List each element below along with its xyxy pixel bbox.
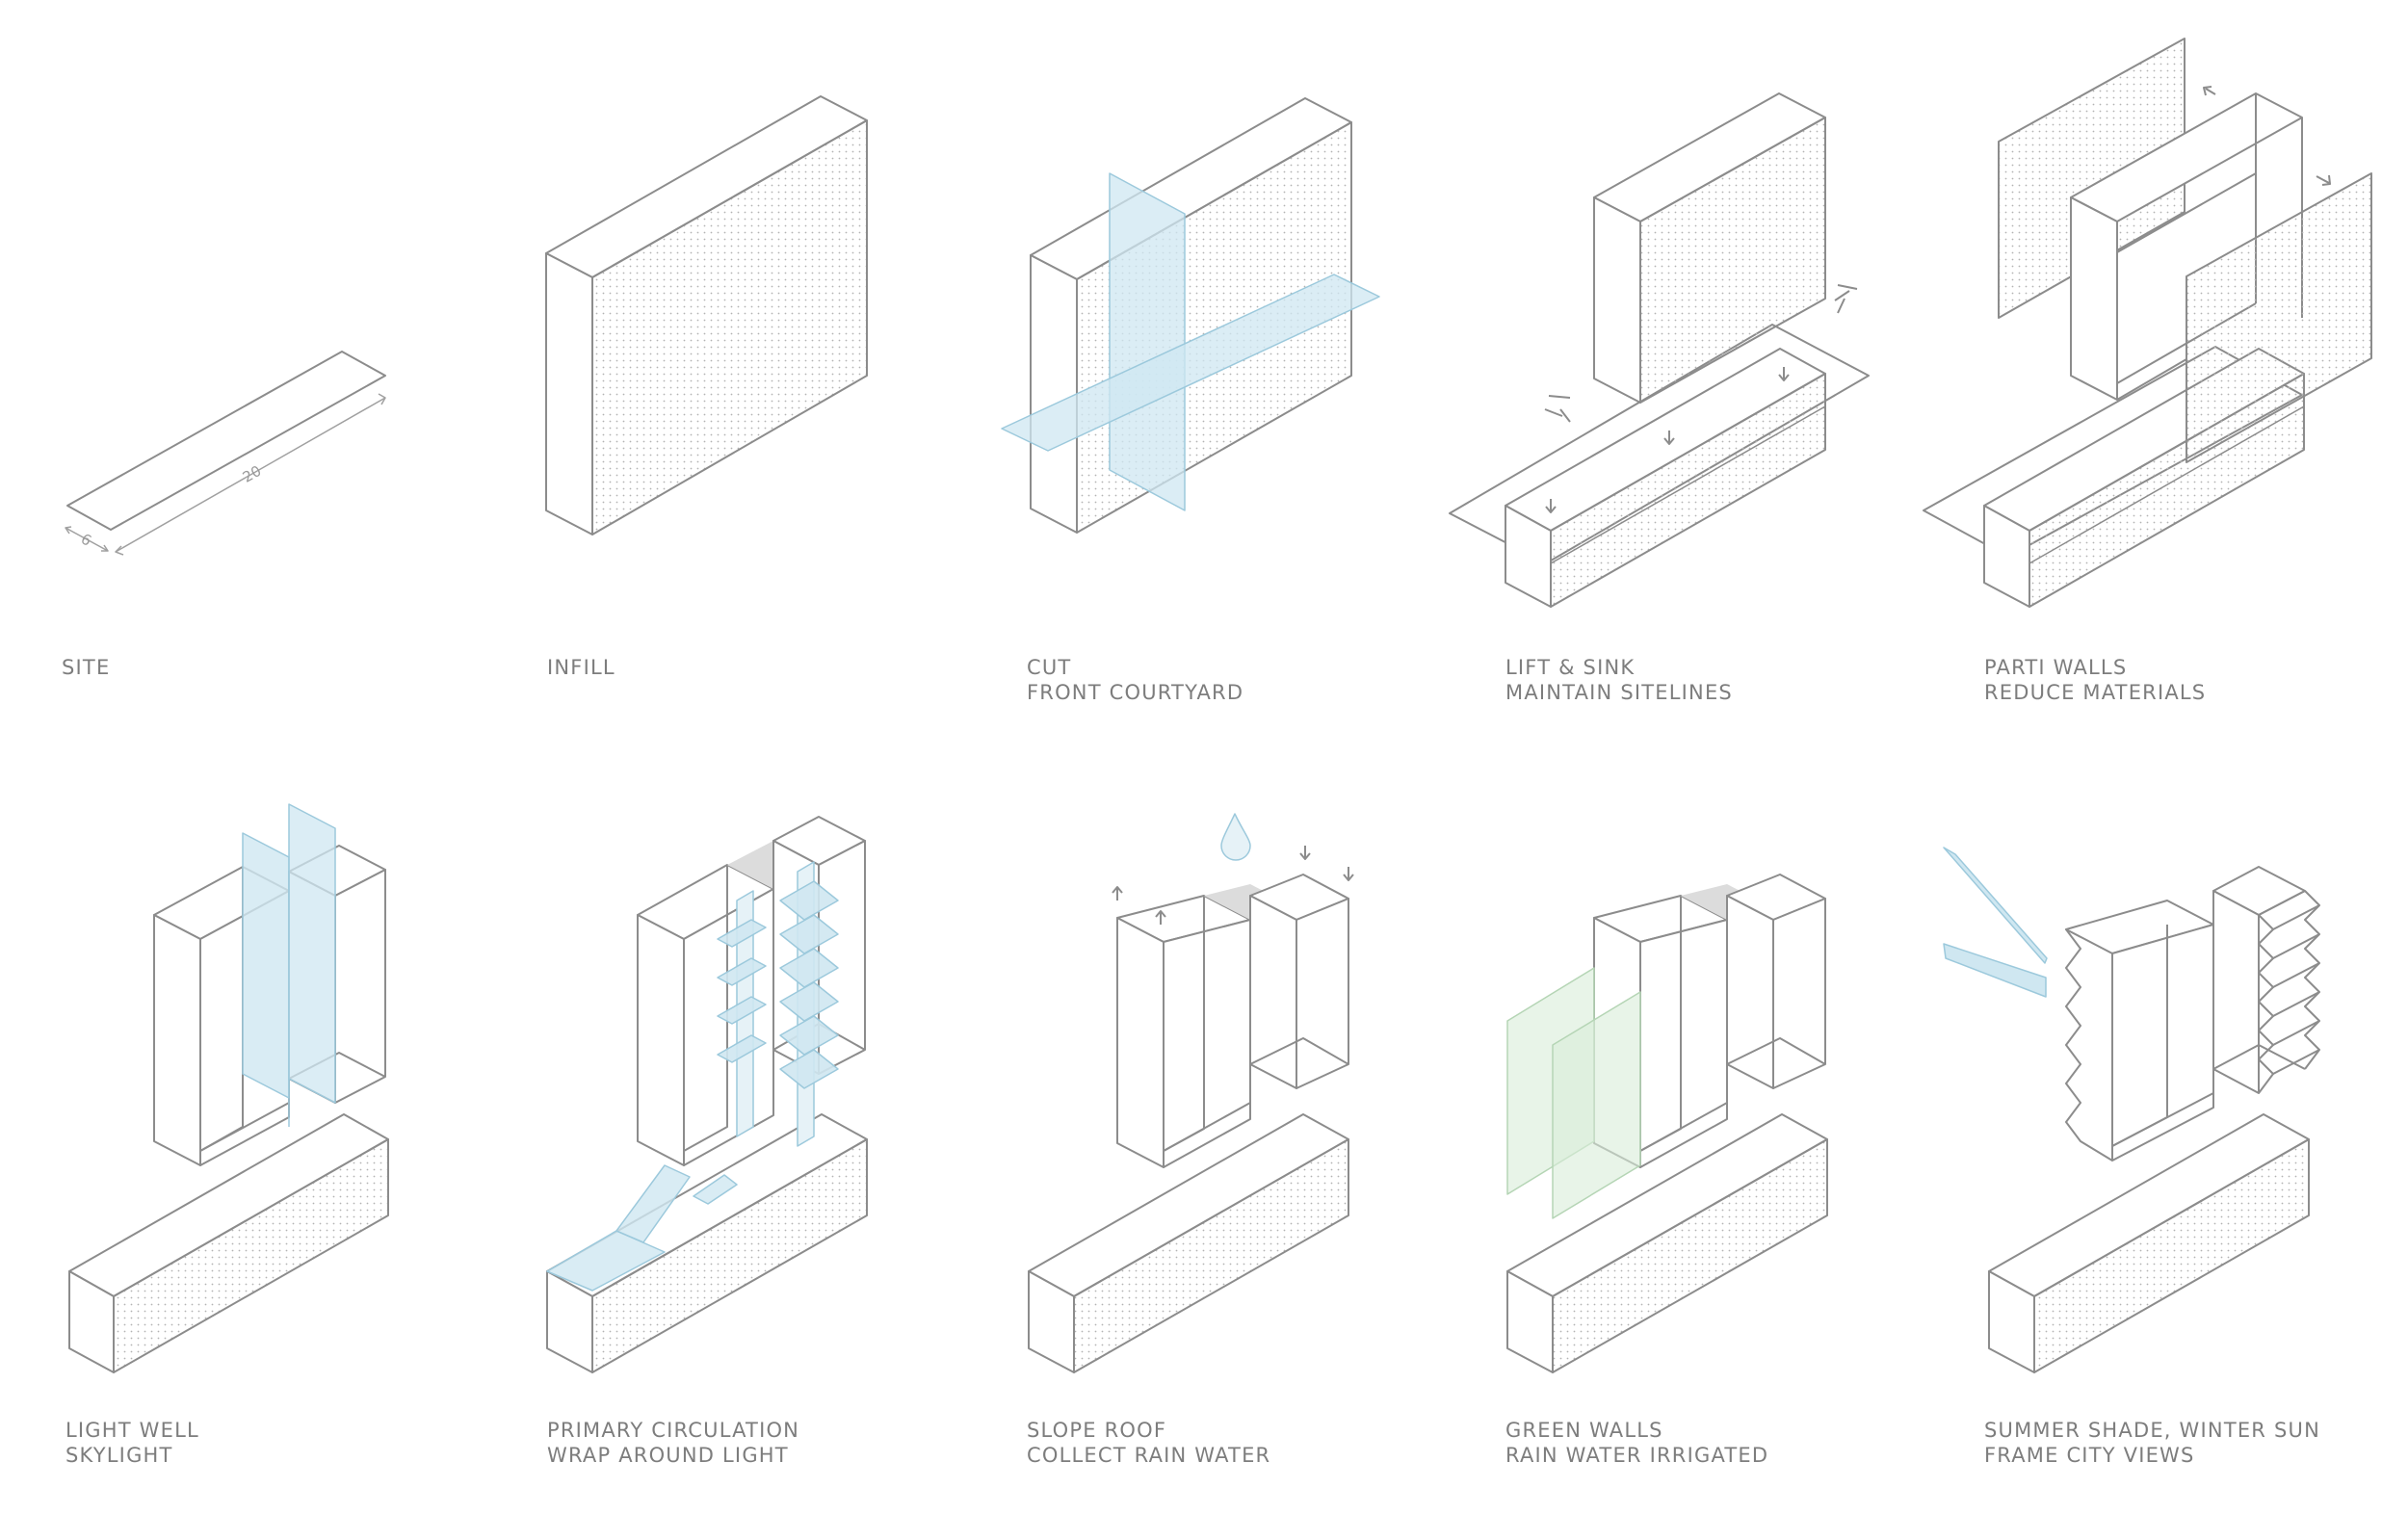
caption-line1: SITE	[62, 656, 111, 679]
caption-line2: FRONT COURTYARD	[1027, 681, 1244, 704]
circulation-diagram	[546, 816, 868, 1373]
caption-lift-sink: LIFT & SINK MAINTAIN SITELINES	[1505, 655, 1733, 705]
caption-parti-walls: PARTI WALLS REDUCE MATERIALS	[1984, 655, 2206, 705]
cut-diagram	[1001, 97, 1380, 534]
light-well-diagram	[68, 803, 389, 1373]
caption-cut: CUT FRONT COURTYARD	[1027, 655, 1243, 705]
caption-green-walls: GREEN WALLS RAIN WATER IRRIGATED	[1505, 1418, 1768, 1468]
shade-diagram	[1943, 847, 2320, 1373]
cut-plane-vertical	[1109, 172, 1186, 511]
caption-line1: SUMMER SHADE, WINTER SUN	[1984, 1419, 2320, 1442]
caption-infill: INFILL	[547, 655, 615, 680]
caption-line1: PRIMARY CIRCULATION	[547, 1419, 800, 1442]
winter-sun-ray	[1943, 943, 2047, 998]
infill-diagram	[545, 95, 868, 535]
caption-line2: FRAME CITY VIEWS	[1984, 1444, 2195, 1467]
slope-roof-diagram	[1028, 813, 1354, 1373]
cut-plane-horizontal	[1001, 274, 1380, 452]
caption-line1: LIFT & SINK	[1505, 656, 1636, 679]
green-walls-diagram	[1506, 874, 1828, 1373]
site-length-label: 20	[240, 462, 264, 486]
caption-line2: SKYLIGHT	[65, 1444, 173, 1467]
caption-site: SITE	[62, 655, 110, 680]
caption-circulation: PRIMARY CIRCULATION WRAP AROUND LIGHT	[547, 1418, 799, 1468]
site-width-label: 6	[78, 530, 94, 549]
raindrop-icon	[1220, 813, 1251, 861]
caption-line1: LIGHT WELL	[65, 1419, 199, 1442]
caption-line2: MAINTAIN SITELINES	[1505, 681, 1733, 704]
caption-line2: RAIN WATER IRRIGATED	[1505, 1444, 1769, 1467]
site-diagram	[65, 351, 386, 556]
caption-line2: WRAP AROUND LIGHT	[547, 1444, 789, 1467]
caption-line1: SLOPE ROOF	[1027, 1419, 1167, 1442]
caption-line2: REDUCE MATERIALS	[1984, 681, 2207, 704]
caption-shade: SUMMER SHADE, WINTER SUN FRAME CITY VIEW…	[1984, 1418, 2320, 1468]
parti-walls-diagram	[1923, 38, 2372, 608]
caption-line2: COLLECT RAIN WATER	[1027, 1444, 1271, 1467]
caption-slope-roof: SLOPE ROOF COLLECT RAIN WATER	[1027, 1418, 1270, 1468]
caption-line1: PARTI WALLS	[1984, 656, 2128, 679]
caption-line1: INFILL	[547, 656, 615, 679]
lift-sink-diagram	[1449, 92, 1870, 608]
caption-line1: GREEN WALLS	[1505, 1419, 1663, 1442]
summer-sun-ray	[1943, 847, 2048, 964]
caption-light-well: LIGHT WELL SKYLIGHT	[65, 1418, 199, 1468]
caption-line1: CUT	[1027, 656, 1072, 679]
